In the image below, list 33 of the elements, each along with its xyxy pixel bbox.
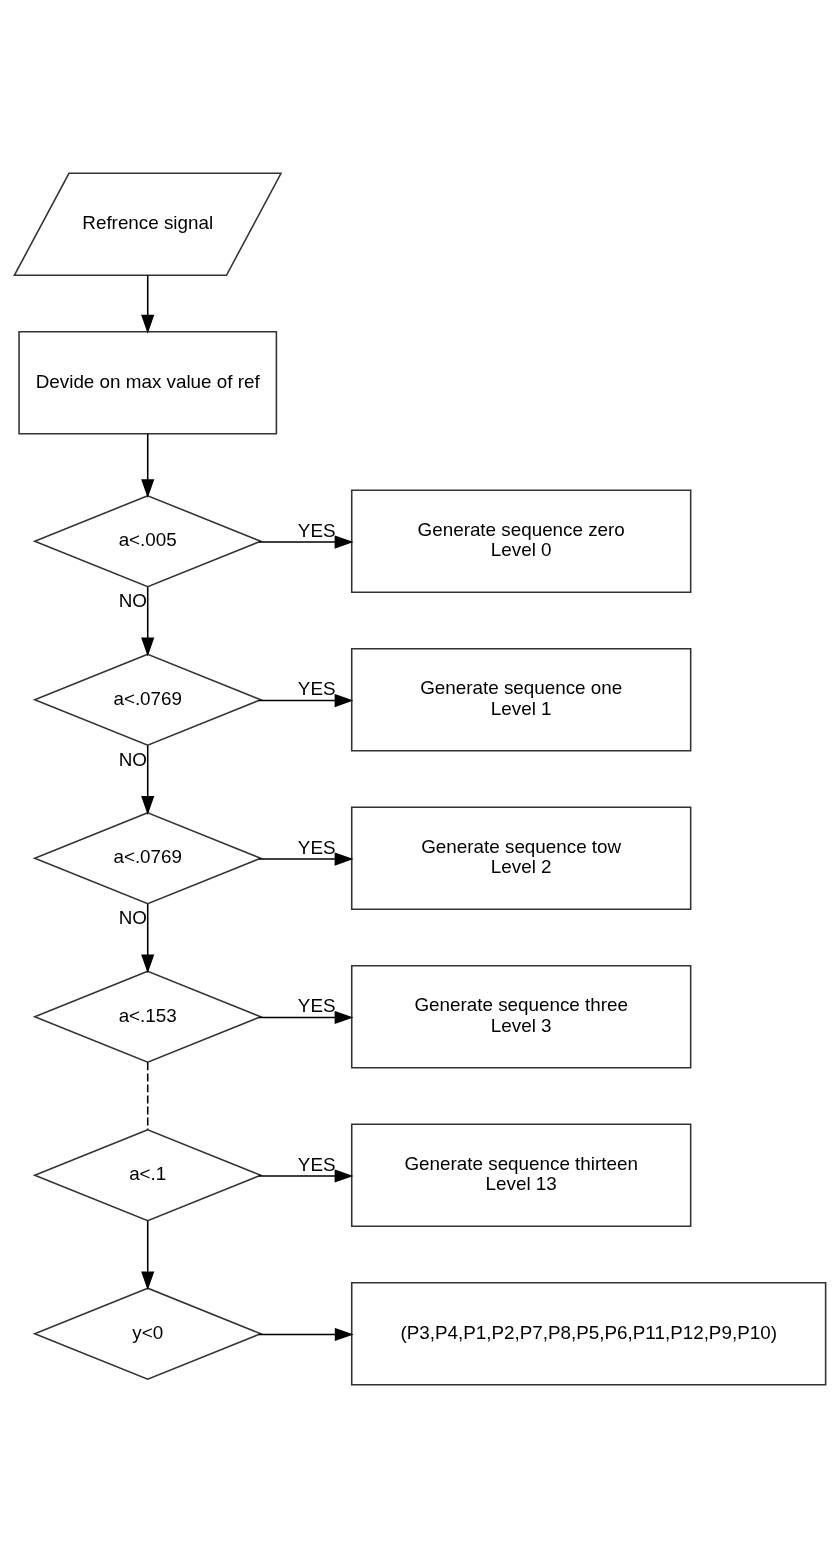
- edge-label: NO: [118, 589, 147, 611]
- edge-label: NO: [118, 748, 147, 770]
- node-box: Generate sequence three Level 3: [350, 964, 692, 1069]
- node-diamond: a<.005: [32, 494, 263, 588]
- node-diamond: a<.1: [32, 1128, 263, 1222]
- edge-label: YES: [297, 519, 336, 541]
- node-box: Devide on max value of ref: [18, 330, 278, 435]
- arrow: [257, 851, 354, 866]
- node-box: Generate sequence zero Level 0: [350, 488, 692, 593]
- arrow: [141, 274, 155, 334]
- arrow: [258, 1327, 354, 1341]
- arrow: [257, 534, 354, 549]
- arrow: [141, 432, 155, 498]
- edge-label: YES: [297, 836, 336, 858]
- arrow: [257, 1168, 354, 1183]
- arrow: [257, 693, 354, 707]
- node-diamond: a<.153: [32, 969, 263, 1063]
- edge-label: YES: [297, 1153, 336, 1175]
- arrow: [141, 1219, 155, 1290]
- arrow: [141, 902, 155, 973]
- node-box: Generate sequence tow Level 2: [350, 805, 692, 910]
- arrow: [141, 585, 155, 656]
- node-box: (P3,P4,P1,P2,P7,P8,P5,P6,P11,P12,P9,P10): [350, 1281, 827, 1385]
- node-diamond: a<.0769: [32, 652, 263, 746]
- node-diamond: y<0: [32, 1286, 263, 1380]
- edge-label: YES: [297, 677, 336, 699]
- edge-label: NO: [118, 906, 147, 928]
- arrow: [141, 744, 155, 815]
- edge-label: YES: [297, 994, 336, 1016]
- node-box: Generate sequence one Level 1: [350, 647, 692, 752]
- arrow: [257, 1010, 354, 1024]
- node-box: Generate sequence thirteen Level 13: [350, 1122, 692, 1227]
- node-diamond: a<.0769: [32, 811, 263, 905]
